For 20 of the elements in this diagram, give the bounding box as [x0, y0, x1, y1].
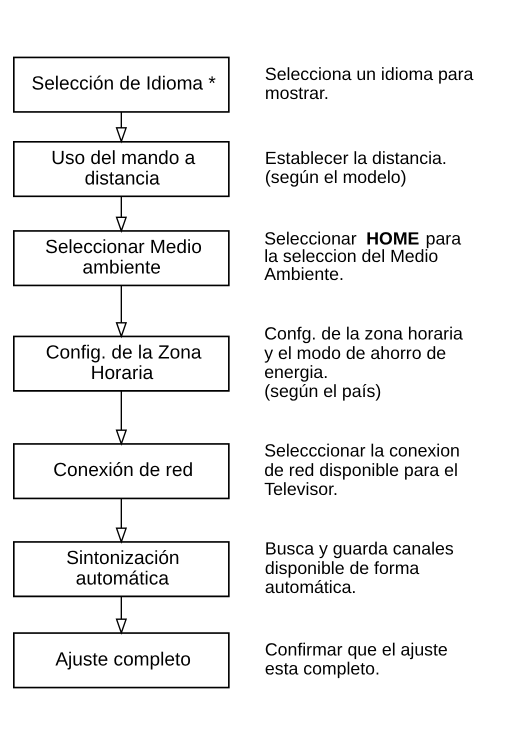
arrow [116, 112, 128, 143]
node-label: Selecciona un idioma para mostrar. [264, 63, 474, 102]
node-label: Selecccionar la conexion de red disponible para el Televisor. [264, 440, 460, 498]
arrow [116, 196, 128, 232]
node-label: Seleccionar HOME para la seleccion del Medio Ambiente. [264, 228, 462, 284]
node-label: Confirmar que el ajuste esta completo. [264, 638, 448, 678]
node-box: Config. de la Zona Horaria [13, 335, 230, 392]
node-label: Confg. de la zona horaria y el modo de ahorro de energia. [264, 323, 463, 382]
node-box: Uso del mando a distancia [13, 140, 230, 197]
arrow [116, 596, 128, 634]
node-label: Establecer la distancia. (según el modelo) [264, 148, 447, 187]
node-box: Ajuste completo [13, 632, 230, 688]
node-box: Seleccionar Medio ambiente [13, 230, 230, 286]
node-box: Sintonización automática [13, 540, 230, 597]
arrow [116, 498, 128, 544]
node-box: Selección de Idioma * [13, 56, 230, 112]
arrow [116, 390, 128, 446]
node-box: Conexión de red [13, 442, 230, 499]
arrow [116, 284, 128, 338]
node-label: Busca y guarda canales disponible de forma automática. [264, 538, 454, 596]
